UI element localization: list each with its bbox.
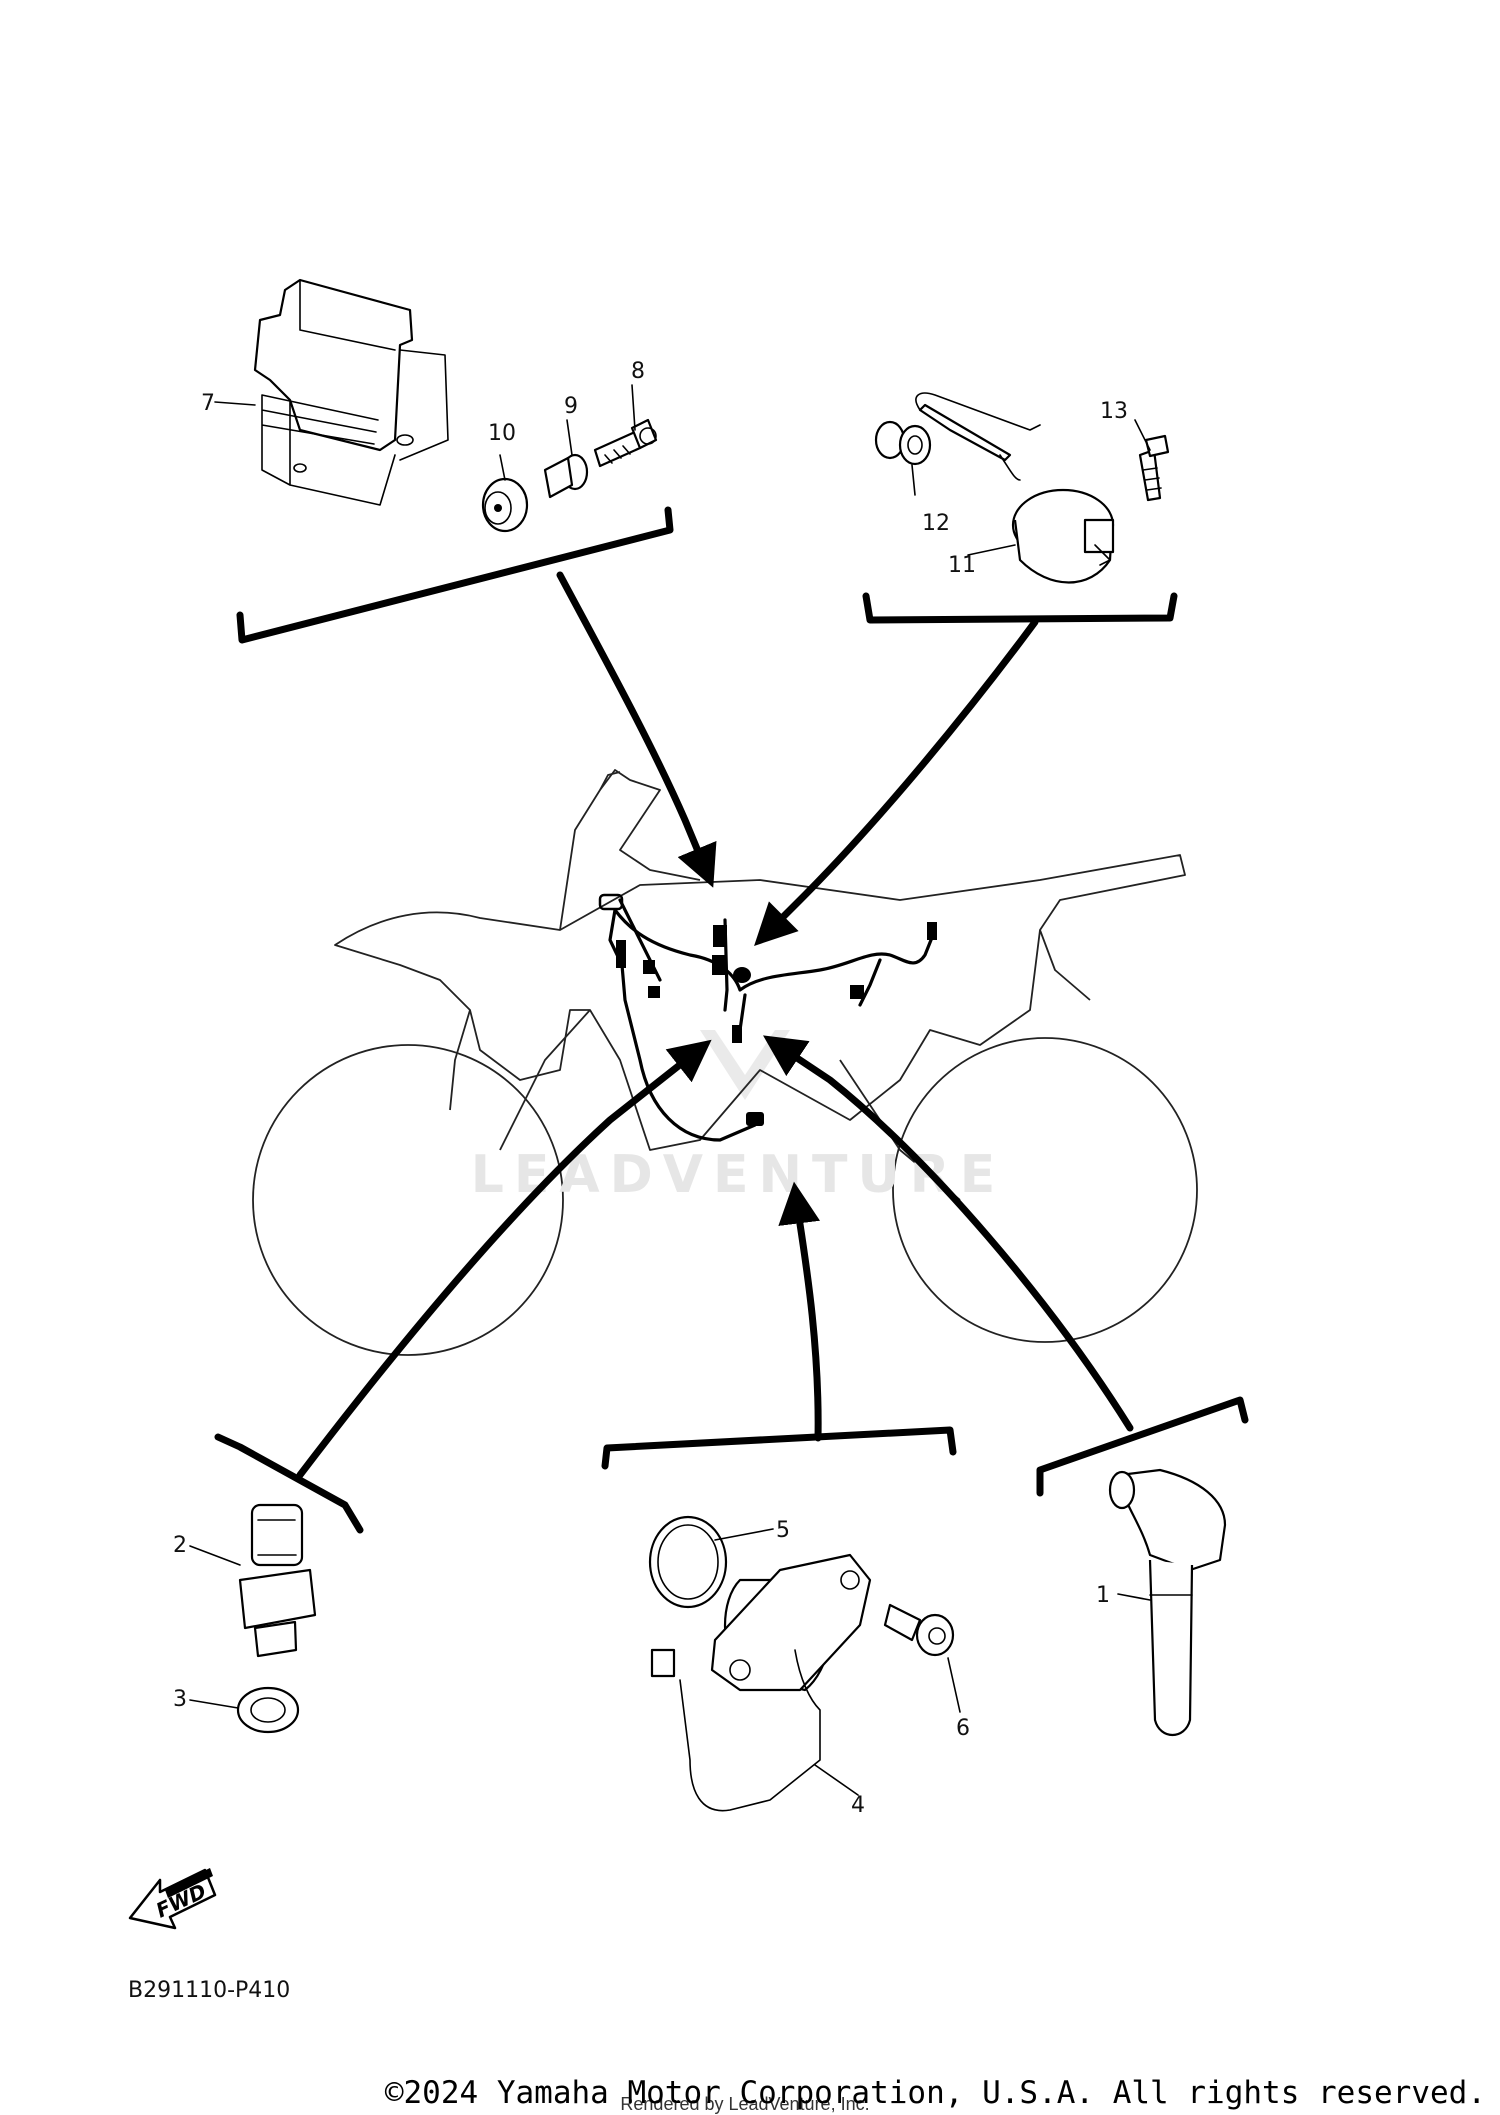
- plug-cap-bracket-group: [763, 1035, 1249, 1497]
- fwd-arrow-icon: FWD: [128, 1868, 217, 1930]
- cap-part-12: [874, 420, 932, 466]
- callout-4: 4: [851, 1793, 865, 1818]
- callout-5: 5: [776, 1518, 790, 1543]
- callouts: 1 2 3 4 5 6 7 8 9 10 11 12 13: [173, 359, 1128, 1818]
- plug-cap-part-1: [1108, 1468, 1227, 1736]
- sensor-bracket-group: [601, 1181, 957, 1470]
- grommet-part-10: [481, 477, 529, 533]
- callout-3: 3: [173, 1687, 187, 1712]
- callout-10: 10: [488, 421, 516, 446]
- callout-2: 2: [173, 1533, 187, 1558]
- copyright-text: ©2024 Yamaha Motor Corporation, U.S.A. A…: [385, 2075, 1486, 2111]
- bolt-part-13: [1138, 434, 1170, 502]
- leader-lines: [189, 384, 1151, 1796]
- ignition-coil-part-11: [915, 392, 1115, 584]
- collar-part-9: [543, 453, 589, 499]
- temp-sensor-bracket-group: [214, 1039, 712, 1534]
- ecu-bracket-group: [236, 506, 717, 888]
- temp-sensor-part-2: [238, 1503, 317, 1658]
- bolt-part-8: [593, 418, 658, 468]
- callout-12: 12: [922, 511, 950, 536]
- rendered-by-text: Rendered by LeadVenture, Inc.: [620, 2094, 869, 2114]
- gasket-part-3: [236, 1686, 300, 1734]
- callout-6: 6: [956, 1716, 970, 1741]
- watermark-text: LEADVENTURE: [471, 1145, 1006, 1205]
- bolt-part-6: [883, 1603, 955, 1657]
- callout-11: 11: [948, 553, 976, 578]
- wire-harness: [598, 893, 937, 1142]
- ignition-coil-bracket-group: [754, 592, 1178, 946]
- callout-9: 9: [564, 394, 578, 419]
- callout-13: 13: [1100, 399, 1128, 424]
- o-ring-part-5: [648, 1515, 728, 1609]
- callout-8: 8: [631, 359, 645, 384]
- callout-1: 1: [1096, 1583, 1110, 1608]
- ecu-part: [253, 278, 449, 506]
- diagram-code: B291110-P410: [128, 1978, 290, 2003]
- callout-7: 7: [201, 391, 215, 416]
- sensor-part-4: [650, 1553, 872, 1812]
